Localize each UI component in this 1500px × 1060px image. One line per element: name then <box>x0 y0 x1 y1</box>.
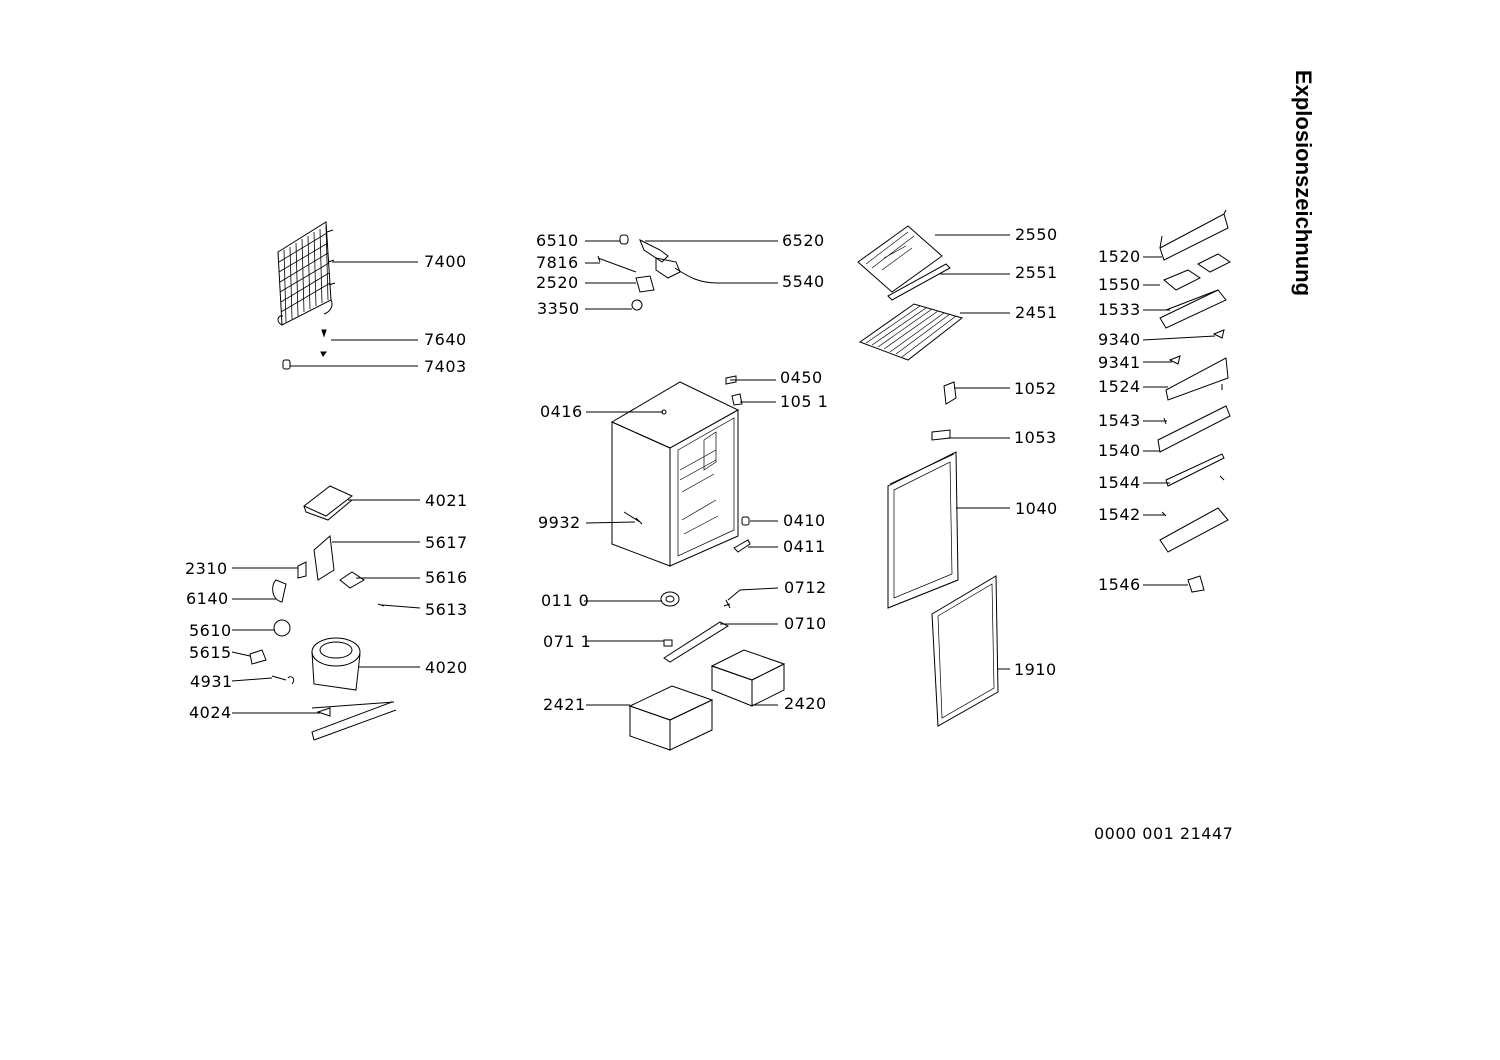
crisper-drawer-large <box>628 685 714 751</box>
part-label-1546: 1546 <box>1098 575 1141 594</box>
part-label-7403: 7403 <box>424 357 467 376</box>
part-label-0416: 0416 <box>540 402 583 421</box>
part-label-9340: 9340 <box>1098 330 1141 349</box>
part-label-0450: 0450 <box>780 368 823 387</box>
part-label-1053: 1053 <box>1014 428 1057 447</box>
part-label-2451: 2451 <box>1015 303 1058 322</box>
part-label-9932: 9932 <box>538 513 581 532</box>
door-rack-parts <box>1157 209 1231 593</box>
part-label-1540: 1540 <box>1098 441 1141 460</box>
cabinet-part <box>610 381 740 567</box>
part-label-6510: 6510 <box>536 231 579 250</box>
part-label-0411: 0411 <box>783 537 826 556</box>
part-label-5616: 5616 <box>425 568 468 587</box>
part-label-1520: 1520 <box>1098 247 1141 266</box>
part-label-7640: 7640 <box>424 330 467 349</box>
part-label-7816: 7816 <box>536 253 579 272</box>
part-label-6520: 6520 <box>782 231 825 250</box>
part-label-1533: 1533 <box>1098 300 1141 319</box>
part-label-0712: 0712 <box>784 578 827 597</box>
part-label-6140: 6140 <box>186 589 229 608</box>
part-label-4020: 4020 <box>425 658 468 677</box>
part-label-2520: 2520 <box>536 273 579 292</box>
condenser-part <box>277 221 336 326</box>
part-label-2420: 2420 <box>784 694 827 713</box>
part-label-4024: 4024 <box>189 703 232 722</box>
part-label-5615: 5615 <box>189 643 232 662</box>
part-label-1543: 1543 <box>1098 411 1141 430</box>
part-label-1550: 1550 <box>1098 275 1141 294</box>
part-label-2421: 2421 <box>543 695 586 714</box>
crisper-drawer-small <box>710 649 786 707</box>
part-label-5613: 5613 <box>425 600 468 619</box>
part-label-1052: 1052 <box>1014 379 1057 398</box>
glass-shelf-part <box>857 225 951 301</box>
part-label-1051: 105 1 <box>780 392 829 411</box>
door-part <box>931 575 999 727</box>
part-label-5617: 5617 <box>425 533 468 552</box>
part-label-1544: 1544 <box>1098 473 1141 492</box>
part-label-0711: 071 1 <box>543 632 592 651</box>
drawing-number: 0000 001 21447 <box>1094 824 1234 843</box>
part-label-2310: 2310 <box>185 559 228 578</box>
part-label-1040: 1040 <box>1015 499 1058 518</box>
part-label-5540: 5540 <box>782 272 825 291</box>
part-label-0710: 0710 <box>784 614 827 633</box>
leader-lines <box>231 234 1216 714</box>
part-label-7400: 7400 <box>424 252 467 271</box>
part-label-0410: 0410 <box>783 511 826 530</box>
part-label-3350: 3350 <box>537 299 580 318</box>
part-label-4931: 4931 <box>190 672 233 691</box>
part-label-5610: 5610 <box>189 621 232 640</box>
part-label-1524: 1524 <box>1098 377 1141 396</box>
compressor-parts <box>249 485 397 741</box>
part-label-4021: 4021 <box>425 491 468 510</box>
part-label-1910: 1910 <box>1014 660 1057 679</box>
document-title: Explosionszeichnung <box>1291 69 1316 297</box>
part-label-2550: 2550 <box>1015 225 1058 244</box>
part-label-0110: 011 0 <box>541 591 590 610</box>
small-parts <box>282 234 957 663</box>
wire-shelf-part <box>858 303 964 361</box>
freezer-door-part <box>887 451 959 609</box>
part-label-2551: 2551 <box>1015 263 1058 282</box>
part-label-9341: 9341 <box>1098 353 1141 372</box>
part-label-1542: 1542 <box>1098 505 1141 524</box>
